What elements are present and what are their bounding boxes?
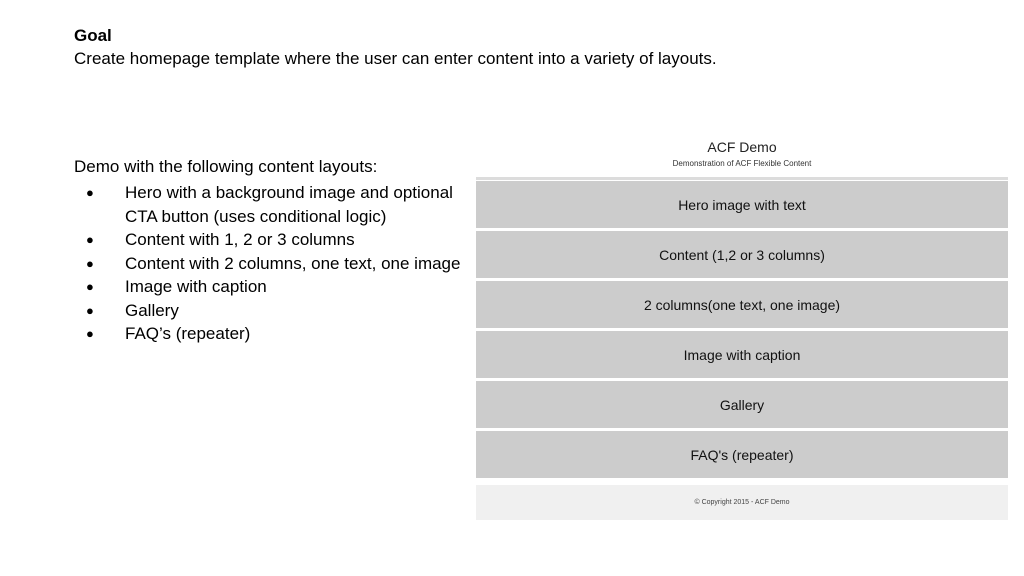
mockup-row-content-columns: Content (1,2 or 3 columns): [476, 231, 1008, 278]
list-item-text: Gallery: [125, 300, 179, 320]
bullet-icon: ●: [86, 185, 94, 200]
list-item: ● Content with 2 columns, one text, one …: [74, 252, 464, 276]
mockup-row-gallery: Gallery: [476, 381, 1008, 428]
list-item-text: Content with 1, 2 or 3 columns: [125, 230, 355, 249]
mockup-footer: © Copyright 2015 - ACF Demo: [476, 485, 1008, 520]
list-item-text: Hero with a background image and optiona…: [125, 183, 453, 226]
list-item-text: Content with 2 columns, one text, one im…: [125, 253, 461, 273]
goal-title: Goal: [74, 26, 112, 45]
list-item-text: Image with caption: [125, 277, 267, 296]
mockup-row-faq: FAQ's (repeater): [476, 431, 1008, 478]
bullet-icon: ●: [86, 255, 94, 271]
list-item: ● Hero with a background image and optio…: [74, 181, 464, 228]
list-item: ● Content with 1, 2 or 3 columns: [74, 228, 464, 252]
mockup-layout-rows: Hero image with text Content (1,2 or 3 c…: [476, 181, 1008, 481]
mockup-divider: [476, 177, 1008, 180]
bullet-icon: ●: [86, 232, 94, 247]
demo-intro: Demo with the following content layouts:: [74, 157, 378, 176]
layout-list: ● Hero with a background image and optio…: [74, 181, 464, 346]
bullet-icon: ●: [86, 302, 94, 318]
mockup-row-two-columns: 2 columns(one text, one image): [476, 281, 1008, 328]
acf-demo-mockup: ACF Demo Demonstration of ACF Flexible C…: [476, 130, 1008, 520]
mockup-header: ACF Demo Demonstration of ACF Flexible C…: [476, 130, 1008, 176]
list-item: ● FAQ’s (repeater): [74, 322, 464, 346]
mockup-site-title: ACF Demo: [707, 139, 777, 155]
list-item: ● Image with caption: [74, 275, 464, 299]
mockup-site-subtitle: Demonstration of ACF Flexible Content: [672, 159, 812, 168]
bullet-icon: ●: [86, 279, 94, 294]
goal-description: Create homepage template where the user …: [74, 49, 717, 68]
list-item-text: FAQ’s (repeater): [125, 324, 251, 343]
list-item: ● Gallery: [74, 299, 464, 323]
bullet-icon: ●: [86, 326, 94, 341]
mockup-row-image-caption: Image with caption: [476, 331, 1008, 378]
mockup-row-hero: Hero image with text: [476, 181, 1008, 228]
